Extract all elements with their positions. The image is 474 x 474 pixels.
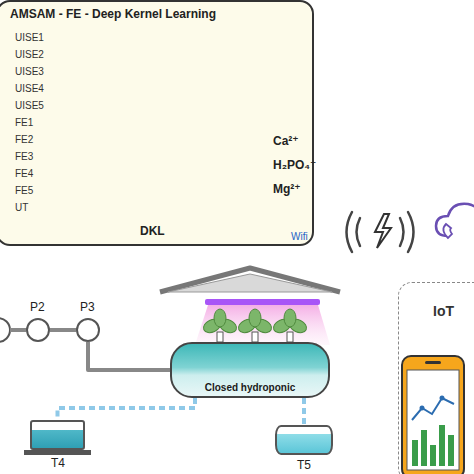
input-signal: UISE1 <box>15 32 44 43</box>
pump-symbol <box>0 318 10 342</box>
node-label: T5 <box>297 458 311 472</box>
pipe-connector <box>302 398 306 425</box>
hydroponic-tank: Closed hydroponic <box>170 342 330 398</box>
reservoir-tank: T5 <box>275 425 333 455</box>
input-signal: UISE5 <box>15 100 44 111</box>
pipe-connector <box>50 328 76 332</box>
input-signal: FE2 <box>15 134 33 145</box>
input-signal: FE5 <box>15 185 33 196</box>
node-label: DKL <box>140 224 165 238</box>
input-signal: UISE2 <box>15 49 44 60</box>
greenhouse-roof <box>160 268 340 345</box>
output-ion: Ca²⁺ <box>273 134 299 148</box>
process-box: AMSAM - FE - Deep Kernel LearningDKL <box>0 0 314 246</box>
output-ion: Mg²⁺ <box>273 182 301 196</box>
input-signal: UISE4 <box>15 83 44 94</box>
plants <box>201 309 308 342</box>
tank-stand <box>24 450 91 455</box>
pump-symbol: P3 <box>76 318 100 342</box>
input-signal: FE1 <box>15 117 33 128</box>
node-label: T4 <box>51 456 65 470</box>
box-title: AMSAM - FE - Deep Kernel Learning <box>10 7 216 21</box>
input-signal: FE3 <box>15 151 33 162</box>
wireless-signal <box>347 212 414 252</box>
iot-frame: IoT <box>398 282 474 474</box>
input-signal: UISE3 <box>15 66 44 77</box>
node-label: P3 <box>80 300 95 314</box>
cloud-icon <box>436 204 474 238</box>
node-label: P2 <box>30 300 45 314</box>
pipe <box>10 328 26 332</box>
node-label: Closed hydroponic <box>172 382 328 393</box>
wifi-label: Wifi <box>291 231 308 242</box>
input-signal: UT <box>15 202 28 213</box>
smartphone <box>402 356 464 474</box>
output-ion: H₂PO₄⁻ <box>273 158 316 172</box>
node-label: IoT <box>433 303 454 319</box>
pipe-connector <box>58 398 196 420</box>
pump-symbol: P2 <box>26 318 50 342</box>
reservoir-tank: T4 <box>30 420 85 450</box>
input-signal: FE4 <box>15 168 33 179</box>
pipe-connector <box>88 342 170 370</box>
